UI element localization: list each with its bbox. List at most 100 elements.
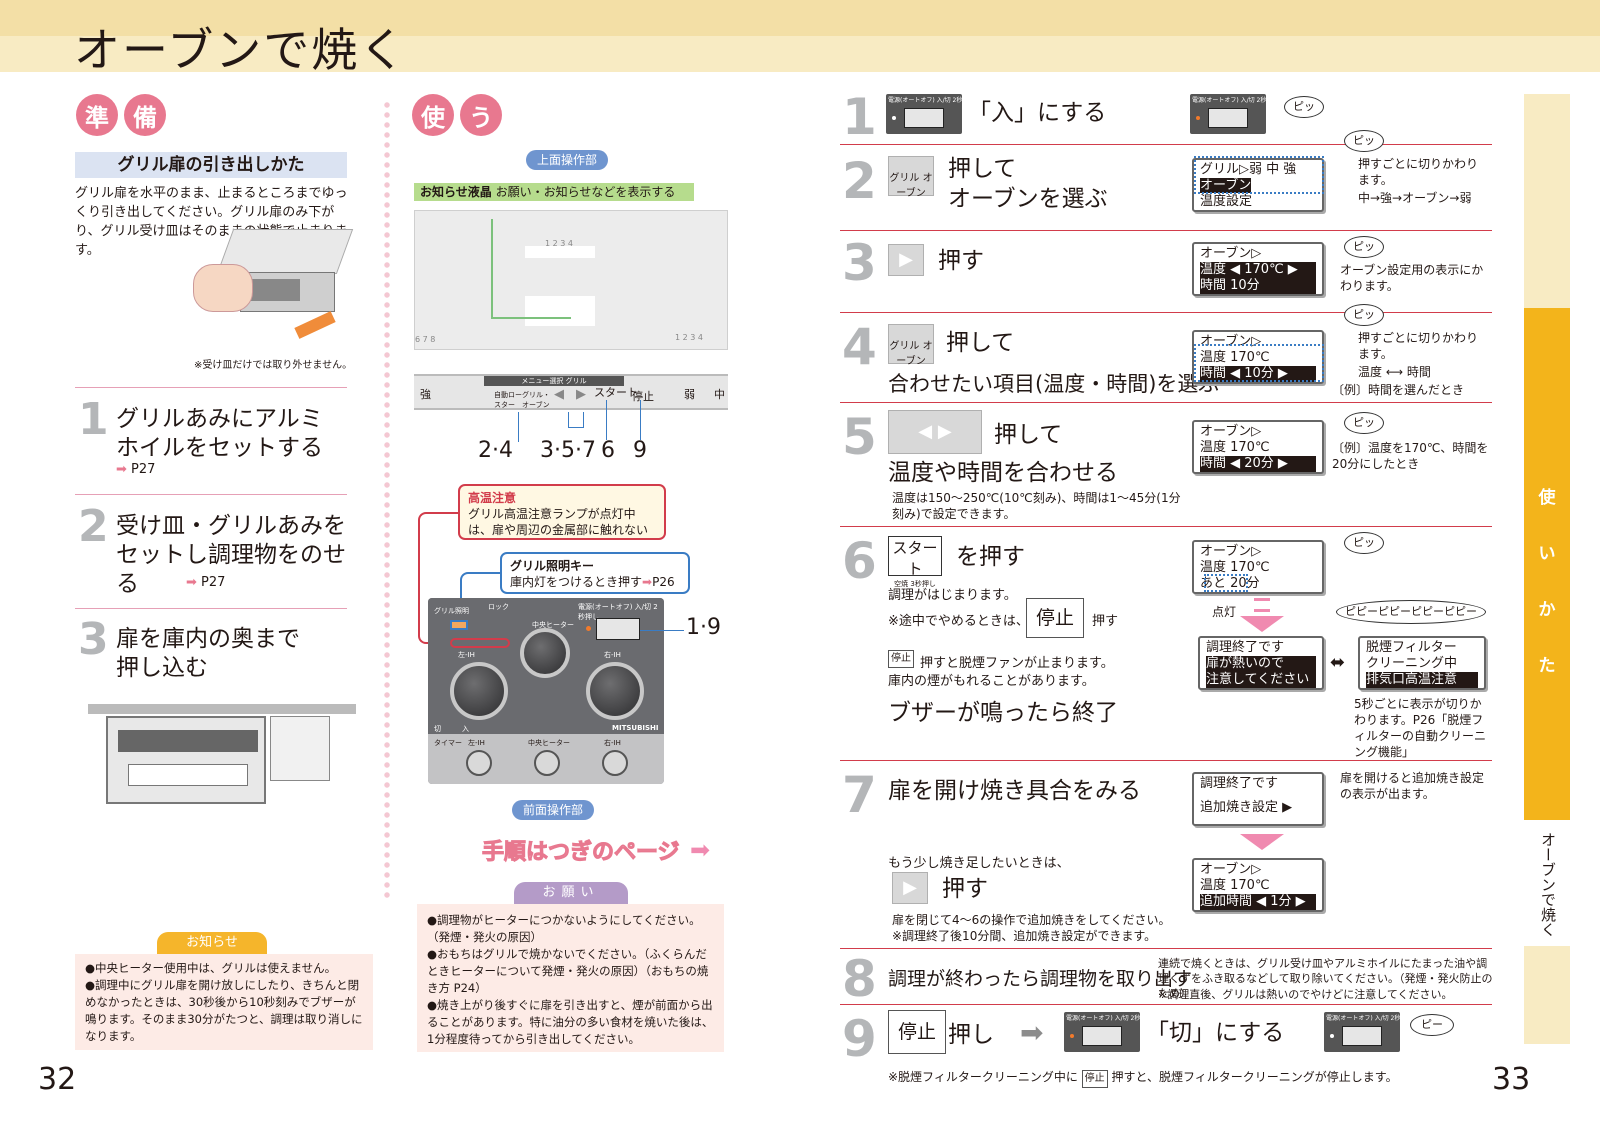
lcd-note: 〔例〕温度を170℃、時間を20分にしたとき [1332,441,1489,471]
step-text-b: オーブンを選ぶ [948,186,1108,212]
section-title: グリル扉の引き出しかた [75,152,347,178]
power-key-icon: 電源(オートオフ) 入/切 2秒押し [1190,94,1278,134]
key-grill-oven[interactable]: グリル・オーブン [522,391,550,409]
swap-arrow-icon: ⬌ [1330,652,1346,673]
front-label: 中央ヒーター [528,739,570,747]
hot-text: グリル高温注意ランプが点灯中は、扉や周辺の金属部に触れない [468,507,649,537]
key-start[interactable]: スタート [594,386,638,399]
key-auto-roaster[interactable]: 自動ロースター [494,391,522,409]
step-text-b: 温度や時間を合わせる [888,460,1118,486]
lcd-line: あと 20分 [1200,576,1260,591]
key-mid[interactable]: 中 [714,388,725,401]
right-arrow-key-icon: ▶ [892,872,928,904]
notice-item: ●中央ヒーター使用中は、グリルは使えません。 [85,961,337,975]
right-ih-knob[interactable] [586,662,644,720]
step-note: 調理がはじまります。 [888,588,1017,603]
power-key-icon: 電源(オートオフ) 入/切 2秒押し [1064,1012,1152,1052]
step-text-a: 押して [948,156,1017,182]
section-text: グリル扉を水平のまま、止まるところまでゆっくり引き出してください。グリル扉のみ下… [75,186,348,258]
panel-nums: 6 7 8 [415,335,436,344]
page-title: オーブンで焼く [74,23,408,77]
request-box: ●調理物がヒーターにつかないようにしてください。（発煙・発火の原因） ●おもちは… [417,904,724,1052]
cooktop-image: 1 2 3 4 6 7 8 1 2 3 4 [414,210,728,350]
timer-right-knob[interactable] [602,750,628,776]
left-arrow-key[interactable]: ◀ [554,387,564,402]
callout-24: 2·4 [478,438,513,463]
beep-bubble: ピー [1410,1014,1454,1036]
grill-light-button[interactable] [450,620,468,630]
power-key-icon: 電源(オートオフ) 入/切 2秒押し [1324,1012,1412,1052]
dotted-divider [383,100,391,900]
ref-text: P27 [201,575,226,590]
notice-item: ●調理中にグリル扉を開け放しにしたり、きちんと閉めなかったときは、30秒後から1… [85,978,363,1043]
left-step-text: 受け皿・グリルあみをセットし調理物をのせる [116,513,346,597]
lcd-line: オーブン▷ [1200,862,1262,877]
beep-bubble: ピッ [1344,304,1384,326]
page-number-right: 33 [1492,1062,1531,1097]
beep-bubble: ピッ [1344,236,1384,258]
lcd-note: 押すごとに切りかわります。 [1358,331,1479,361]
stop-key-icon: 停止 [888,1010,946,1054]
step-note: 押すと脱煙ファンが止まります。 [920,656,1114,671]
beep-bubble: ピッ [1344,532,1384,554]
step-more: もう少し焼き足したいときは、 [888,856,1070,871]
lcd-display: オーブン▷ 温度 170℃ あと 20分 [1192,540,1324,594]
lcd-line: 扉が熱いので [1206,656,1316,672]
request-item: ●おもちはグリルで焼かないでください。（ふくらんだときヒーターについて発煙・発火… [427,947,709,995]
step-text: 調理が終わったら調理物を取り出す [888,968,1193,990]
front-label: 電源(オートオフ) 入/切 2秒押し [578,603,658,621]
notice-box: ●中央ヒーター使用中は、グリルは使えません。 ●調理中にグリル扉を開け放しにした… [75,954,373,1050]
lcd-line: クリーニング中 [1366,656,1458,671]
lcd-note: 扉を開けると追加焼き設定の表示が出ます。 [1340,771,1485,801]
divider [75,494,347,495]
center-heater-knob[interactable] [520,628,570,678]
step-note: 温度は150〜250℃(10℃刻み)、時間は1〜45分(1分刻み)で設定できます… [892,491,1181,521]
step-push: 押す [942,876,988,902]
left-right-keys-icon: ◀ ▶ [888,410,982,454]
next-page-text: 手順はつぎのページ [482,840,681,866]
step-text: 押し [948,1022,994,1048]
step-note: 庫内の煙がもれることがあります。 [888,674,1095,689]
lcd-cycle: 温度 ⟷ 時間 [1358,365,1431,379]
key-strong[interactable]: 強 [420,388,431,401]
grill-oven-key-icon: グリル オーブン [888,324,934,367]
right-arrow-key[interactable]: ▶ [576,387,586,402]
beep-bubble: ピッ [1344,412,1384,434]
front-label: 切 [434,725,441,733]
power-button[interactable] [596,618,640,640]
key-weak[interactable]: 弱 [684,388,695,401]
lcd-display: オーブン▷ 温度 170℃ 追加時間 ◀ 1分 ▶ [1192,858,1324,912]
timer-center-knob[interactable] [534,750,560,776]
divider [75,387,347,388]
timer-left-knob[interactable] [466,750,492,776]
key-stop[interactable]: 停止 [632,390,654,403]
left-ih-knob[interactable] [450,662,508,720]
lcd-note: 5秒ごとに表示が切りかわります。P26「脱煙フィルターの自動クリーニング機能」 [1354,697,1487,759]
use-badge-1: 使 [412,94,454,136]
step-text: 扉を開け焼き具合をみる [888,778,1141,804]
page-number-left: 32 [38,1062,77,1097]
light-key-box: グリル照明キー 庫内灯をつけるとき押す➡P26 [500,552,690,594]
control-strip: 強 メニュー選択 グリル 自動ロースター グリル・オーブン ◀ ▶ スタート 停… [414,374,728,410]
beep-long-bubble: ピピーピピーピピーピピー [1336,600,1486,624]
lcd-display: 脱煙フィルター クリーニング中 排気口高温注意 [1358,636,1486,690]
hot-lamp [450,638,510,648]
lcd-line: 温度設定 [1200,194,1253,209]
front-label: 中央ヒーター [532,621,574,629]
lcd-display: オーブン▷ 温度 ◀ 170℃ ▶ 時間 10分 [1192,242,1324,296]
lcd-note: オーブン設定用の表示にかわります。 [1340,263,1484,293]
lcd-line: 温度 170℃ [1200,560,1270,575]
front-label: 左-IH [458,651,475,659]
step-note: ※調理終了後10分間、追加焼き設定ができます。 [892,929,1157,943]
lcd-line: 温度 ◀ 170℃ ▶ [1200,262,1316,278]
lcd-display: オーブン▷ 温度 170℃ 時間 ◀ 20分 ▶ [1192,420,1324,474]
lcd-line: 時間 ◀ 10分 ▶ [1200,366,1316,382]
lcd-display: 調理終了です 扉が熱いので 注意してください [1198,636,1324,690]
lcd-line: 脱煙フィルター [1366,640,1457,655]
use-badge-2: う [460,94,502,136]
drawer-caption: ※受け皿だけでは取り外せません。 [194,360,353,371]
lcd-note: 押すごとに切りかわります。 [1358,157,1479,187]
grill-closed-illustration [88,704,356,804]
lcd-display: グリル▷弱 中 強 オーブン 温度設定 [1192,158,1324,212]
request-tab: お願い [514,882,628,904]
